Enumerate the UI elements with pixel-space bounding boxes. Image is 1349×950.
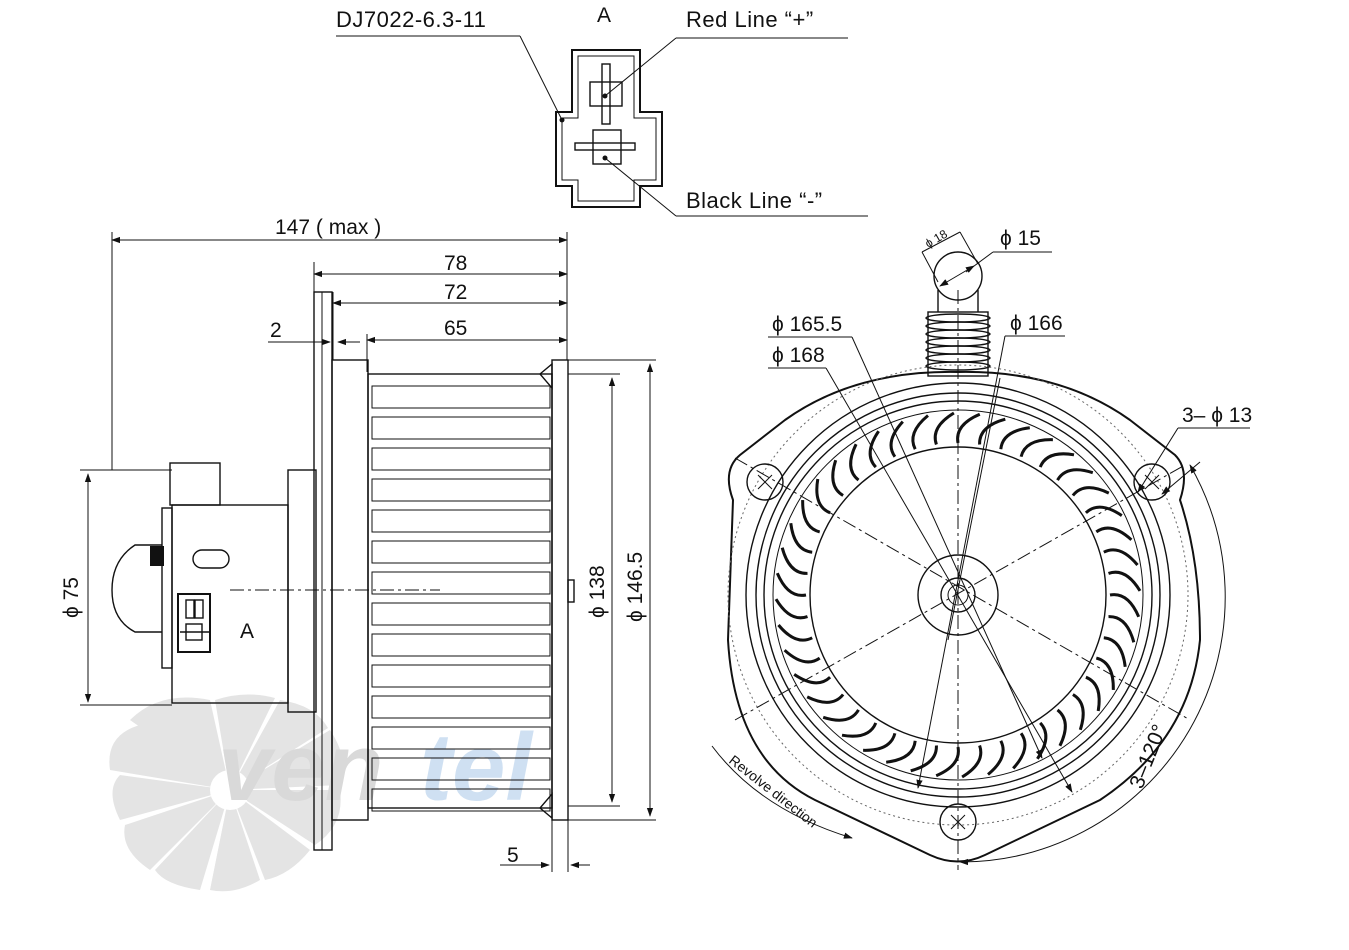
- front-view: ϕ 18 ϕ 15 ϕ 165.5 ϕ 168 ϕ 166 3– ϕ 13 3–…: [711, 227, 1252, 870]
- impeller-vane: [841, 722, 878, 738]
- impeller-vane: [1109, 593, 1141, 618]
- impeller-vane: [831, 459, 844, 497]
- dim-phi165-5: ϕ 165.5: [772, 313, 842, 336]
- wheel-blade: [371, 447, 551, 471]
- dim-phi15: ϕ 15: [1000, 227, 1041, 250]
- impeller-vane: [775, 572, 807, 597]
- impeller-vane: [1012, 732, 1027, 770]
- wheel-blade: [371, 602, 551, 626]
- impeller-vane: [1072, 693, 1085, 731]
- impeller-vane: [822, 709, 860, 722]
- impeller-vane: [1056, 468, 1094, 481]
- impeller-vane: [1071, 486, 1110, 497]
- dim-flange-diameter: ϕ 146.5: [624, 552, 647, 622]
- blower-wheel-side: [367, 359, 575, 821]
- dim-2: 2: [270, 319, 282, 342]
- connector-black-line-label: Black Line “-”: [686, 188, 823, 213]
- revolve-arrow: [711, 745, 853, 839]
- impeller-vane: [987, 740, 1005, 776]
- impeller-vane: [999, 426, 1030, 450]
- dim-angle: 3–120°: [1125, 721, 1171, 792]
- connector-view-label: A: [597, 4, 611, 27]
- impeller-vane: [889, 420, 904, 458]
- cable-grommet: [925, 251, 991, 377]
- impeller-vane: [777, 624, 813, 642]
- dim-total-length: 147 ( max ): [275, 216, 381, 239]
- impeller-vane: [801, 500, 821, 534]
- impeller-vane: [933, 411, 955, 445]
- impeller-vane: [910, 745, 938, 773]
- motor-connector: [177, 593, 211, 653]
- revolve-direction-label: Revolve direction: [726, 752, 820, 831]
- motor-end-cap: [111, 544, 162, 633]
- impeller-vane: [789, 523, 813, 554]
- impeller-vane: [911, 414, 929, 450]
- impeller-vane: [1108, 570, 1142, 592]
- wheel-blade: [371, 571, 551, 595]
- watermark-fan-icon: [109, 694, 344, 892]
- wheel-blade: [371, 416, 551, 440]
- impeller-vane: [806, 693, 845, 704]
- wheel-blade: [371, 726, 551, 750]
- dim-phi166: ϕ 166: [1010, 312, 1063, 335]
- impeller-vane: [935, 746, 960, 778]
- negative-terminal: [592, 129, 622, 165]
- impeller-vane: [961, 745, 983, 779]
- dim-motor-diameter: ϕ 75: [60, 577, 83, 618]
- impeller-vane: [1085, 675, 1101, 712]
- dim-78: 78: [444, 252, 467, 275]
- impeller-vane: [1108, 615, 1136, 643]
- impeller-vane: [783, 649, 821, 664]
- impeller-vane: [868, 430, 880, 469]
- impeller-vane: [780, 547, 808, 575]
- impeller-vane: [886, 740, 917, 764]
- wheel-blade: [371, 664, 551, 688]
- dim-65: 65: [444, 317, 467, 340]
- impeller-vane: [849, 443, 860, 482]
- connector-housing: [555, 49, 663, 208]
- watermark-brand-a: ven: [218, 714, 383, 821]
- connector-part-number: DJ7022-6.3-11: [336, 7, 486, 32]
- angle-arc: [959, 464, 1226, 866]
- impeller-vane: [793, 673, 832, 685]
- wheel-blade: [371, 385, 551, 409]
- impeller-vane: [1019, 438, 1053, 458]
- dim-72: 72: [444, 281, 467, 304]
- wheel-blade: [371, 788, 551, 812]
- connector-red-line-label: Red Line “+”: [686, 7, 814, 32]
- watermark: ven tel: [109, 694, 534, 892]
- wheel-blade: [371, 695, 551, 719]
- mounting-hole-left: [746, 463, 784, 501]
- impeller-vane: [774, 598, 808, 620]
- motor-body: [171, 504, 289, 704]
- positive-terminal: [589, 81, 623, 107]
- watermark-brand-b: tel: [420, 714, 534, 821]
- wheel-blade: [371, 540, 551, 564]
- dim-phi168: ϕ 168: [772, 344, 825, 367]
- wheel-back-plate: [551, 359, 569, 821]
- view-a-marker: A: [240, 620, 254, 643]
- dim-wheel-diameter: ϕ 138: [586, 565, 609, 618]
- impeller-vane: [956, 412, 981, 444]
- connector-detail: A DJ7022-6.3-11 Red Line “+” Black Line …: [336, 4, 868, 217]
- impeller-vane: [1038, 452, 1075, 468]
- impeller-vane: [1084, 505, 1123, 517]
- dim-mounting-holes: 3– ϕ 13: [1182, 404, 1252, 427]
- wheel-blade: [371, 509, 551, 533]
- impeller-vane: [1095, 526, 1133, 541]
- impeller-vane: [863, 732, 897, 752]
- wheel-blade: [371, 633, 551, 657]
- impeller-vane: [815, 478, 831, 515]
- impeller-vane: [1036, 721, 1048, 760]
- motor-can: [287, 469, 317, 713]
- wheel-blade: [371, 478, 551, 502]
- wheel-blade: [371, 757, 551, 781]
- side-view: 147 ( max ) 78 72 65 2 A: [60, 216, 656, 872]
- impeller-vane: [1103, 548, 1139, 566]
- impeller-vane: [978, 417, 1006, 445]
- dim-5: 5: [507, 844, 519, 867]
- dim-phi18: ϕ 18: [923, 227, 951, 251]
- impeller-vane: [1056, 708, 1067, 747]
